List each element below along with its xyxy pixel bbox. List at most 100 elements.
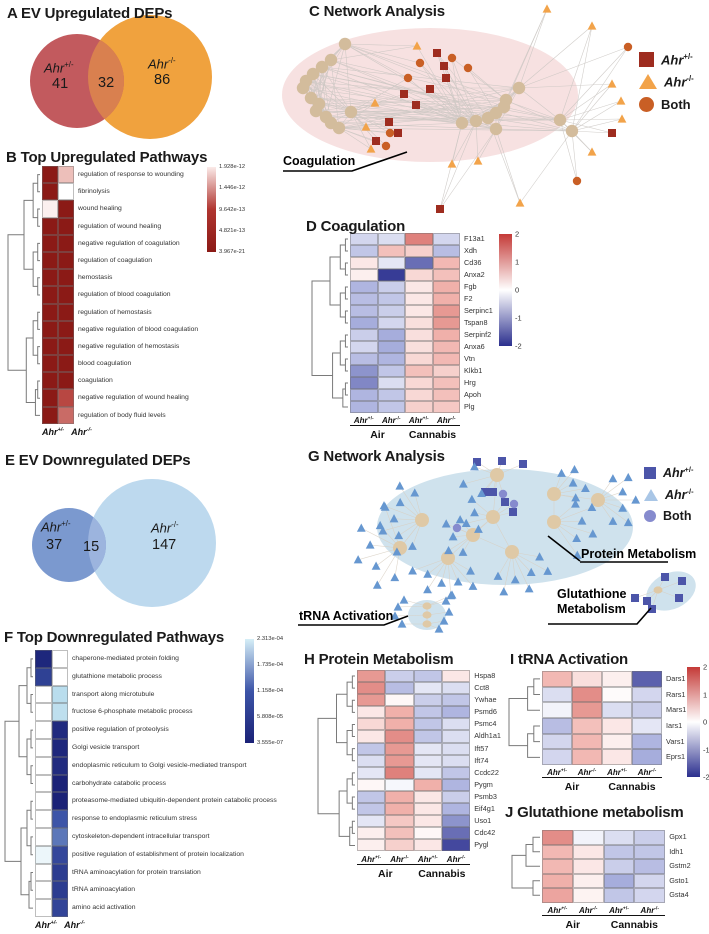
triangle-node <box>441 519 451 528</box>
heatmap-cell <box>42 372 58 390</box>
heatmap-cell <box>51 827 68 846</box>
heatmap-cells <box>350 233 460 413</box>
triangle-node <box>356 523 366 532</box>
hub-node <box>486 510 500 524</box>
triangle-node <box>408 566 417 575</box>
heatmap-cell <box>441 839 471 852</box>
heatmap-row-label: regulation of hemostasis <box>78 308 152 316</box>
square-icon <box>639 52 654 68</box>
hub-node <box>315 60 329 74</box>
heatmap-cell <box>413 790 442 804</box>
triangle-node <box>399 595 409 604</box>
square-node <box>608 129 616 137</box>
triangle-node <box>375 520 385 530</box>
heatmap-cell <box>377 389 405 401</box>
heatmap-cell <box>357 839 386 852</box>
heatmap-column-label: Ahr+/- <box>542 768 572 779</box>
triangle-node <box>477 488 486 497</box>
triangle-node <box>423 569 433 578</box>
square-node <box>394 129 402 137</box>
triangle-node <box>378 526 388 535</box>
triangle-node <box>468 581 478 590</box>
hub-node <box>591 493 605 507</box>
heatmap-cell <box>603 888 635 903</box>
triangle-node <box>448 532 458 541</box>
heatmap-cell <box>432 245 460 257</box>
heatmap-cell <box>405 269 433 281</box>
heatmap-cell <box>35 881 52 900</box>
triangle-node <box>587 502 597 512</box>
colorbar-tick-label: 3.967e-21 <box>219 249 246 255</box>
callout-coagulation: Coagulation <box>283 154 356 168</box>
heatmap-cell <box>35 721 52 739</box>
heatmap-row-label: Idh1 <box>669 846 684 856</box>
triangle-node <box>390 611 400 620</box>
legend-label: Ahr-/- <box>664 74 694 90</box>
heatmap-cell <box>632 718 662 734</box>
heatmap-cell <box>603 873 635 888</box>
venn-e-right-count: 147 <box>152 537 177 553</box>
heatmap-row-label: Ywhae <box>474 695 497 705</box>
heatmap-row-label: blood coagulation <box>78 360 132 368</box>
triangle-node <box>618 503 628 512</box>
venn-a-right-count: 86 <box>154 72 171 88</box>
heatmap-column-label: Ahr-/- <box>441 855 471 865</box>
legend-label: Both <box>663 509 692 524</box>
heatmap-row-label: Xdh <box>464 246 477 255</box>
heatmap-cell <box>602 671 632 687</box>
heatmap-cell <box>51 845 68 864</box>
triangle-node <box>365 540 375 549</box>
heatmap-cell <box>385 718 414 731</box>
triangle-node <box>458 479 468 488</box>
heatmap-cell <box>35 810 52 828</box>
network-c <box>282 4 633 213</box>
colorbar-tick-label: 0 <box>515 285 520 295</box>
heatmap-cell <box>602 733 632 750</box>
triangle-node <box>535 552 544 561</box>
square-node <box>440 62 448 70</box>
legend-panel-c: Ahr+/-Ahr-/-Both <box>639 52 694 119</box>
heatmap-cell <box>405 329 433 341</box>
colorbar-tick-label: 2.313e-04 <box>257 636 284 642</box>
heatmap-cell <box>413 766 442 779</box>
heatmap-cell <box>441 766 471 779</box>
heatmap-row-label: Serpinc1 <box>464 306 493 315</box>
heatmap-column-label: Ahr+/- <box>42 427 65 437</box>
heatmap-cell <box>357 682 386 695</box>
heatmap-cell <box>42 337 58 356</box>
triangle-node <box>618 487 628 496</box>
heatmap-cell <box>542 749 572 766</box>
heatmap-group-label: Air <box>370 429 385 441</box>
hub-node <box>553 113 567 127</box>
heatmap-cell <box>572 686 602 703</box>
heatmap-cell <box>413 718 442 731</box>
heatmap-cell <box>357 827 386 840</box>
triangle-node <box>617 114 627 123</box>
heatmap-cells <box>357 670 471 852</box>
heatmap-cell <box>42 200 58 218</box>
triangle-node <box>510 575 520 584</box>
heatmap-cell <box>441 742 471 755</box>
heatmap-cell <box>350 305 378 317</box>
panel-j-title: J Glutathione metabolism <box>505 804 684 821</box>
heatmap-cell <box>572 749 602 766</box>
heatmap-cell <box>58 320 74 338</box>
triangle-node <box>467 494 477 503</box>
circle-node <box>509 499 519 509</box>
dendrogram-b <box>7 174 40 416</box>
triangle-node <box>371 561 381 570</box>
heatmap-row-label: positive regulation of establishment of … <box>72 850 244 858</box>
legend-row: Ahr+/- <box>639 52 694 67</box>
hub-node-small <box>422 602 432 610</box>
heatmap-row-label: coagulation <box>78 377 113 385</box>
heatmap-row-label: Ift57 <box>474 743 489 753</box>
heatmap-cell <box>405 293 433 305</box>
callout-trna-activation: tRNA Activation <box>299 609 394 623</box>
heatmap-cell <box>413 778 442 791</box>
heatmap-column-labels: Ahr+/-Ahr-/-Ahr+/-Ahr-/- <box>542 906 666 916</box>
hub-node-small <box>422 620 432 628</box>
heatmap-column-label: Ahr-/- <box>64 920 85 930</box>
